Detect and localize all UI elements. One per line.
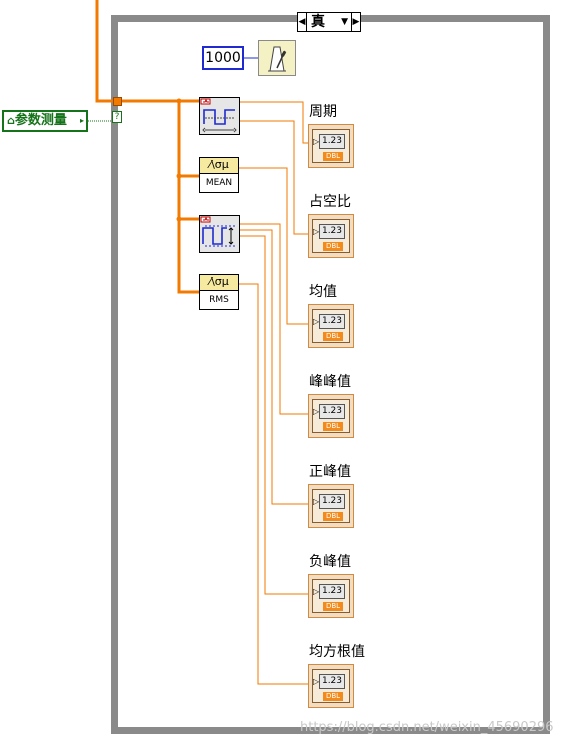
waveform-wire-main [122, 99, 199, 294]
indicator-duty[interactable]: ▷ 1.23 DBL [308, 214, 354, 258]
indicator-pospeak[interactable]: ▷ 1.23 DBL [308, 484, 354, 528]
indicator-label-pkpk: 峰峰值 [309, 374, 351, 390]
numeric-display: 1.23 [319, 314, 345, 329]
case-prev-arrow-icon[interactable]: ◀ [298, 13, 307, 31]
amplitude-measurement-vi[interactable] [199, 215, 240, 253]
wire-duty [240, 120, 310, 235]
indicator-label-mean: 均值 [309, 284, 337, 300]
wire-pkpk [240, 223, 310, 415]
house-icon: ⌂ [7, 114, 15, 127]
numeric-display: 1.23 [319, 584, 345, 599]
rms-vi-label: RMS [209, 295, 229, 305]
input-arrow-icon: ▷ [313, 227, 320, 236]
case-selector-label: 真 [311, 14, 325, 30]
input-arrow-icon: ▷ [313, 677, 320, 686]
waveform-wire-in [95, 0, 117, 103]
input-arrow-icon: ▷ [313, 407, 320, 416]
indicator-label-negpeak: 负峰值 [309, 554, 351, 570]
dbl-badge: DBL [323, 332, 343, 341]
indicator-label-pospeak: 正峰值 [309, 464, 351, 480]
wait-ms-node[interactable] [258, 40, 296, 76]
stat-symbol-icon: ⁄\σμ [200, 275, 238, 291]
wire-mean [239, 167, 310, 325]
dbl-badge: DBL [323, 242, 343, 251]
indicator-label-rms: 均方根值 [309, 644, 365, 660]
input-arrow-icon: ▷ [313, 497, 320, 506]
indicator-negpeak[interactable]: ▷ 1.23 DBL [308, 574, 354, 618]
wire-period [240, 101, 310, 144]
parameter-measure-control[interactable]: ⌂参数测量 ▸ [2, 110, 88, 132]
dbl-badge: DBL [323, 512, 343, 521]
watermark: https://blog.csdn.net/weixin_45690296 [300, 720, 554, 735]
input-arrow-icon: ▷ [313, 317, 320, 326]
dbl-badge: DBL [323, 602, 343, 611]
wire-rms [239, 283, 310, 685]
indicator-pkpk[interactable]: ▷ 1.23 DBL [308, 394, 354, 438]
indicator-rms[interactable]: ▷ 1.23 DBL [308, 664, 354, 708]
control-label: 参数测量 [14, 113, 67, 128]
case-selector[interactable]: ◀ 真 ▼ ▶ [297, 12, 361, 32]
indicator-label-duty: 占空比 [309, 194, 351, 210]
stat-symbol-icon: ⁄\σμ [200, 158, 238, 174]
numeric-display: 1.23 [319, 404, 345, 419]
indicator-mean[interactable]: ▷ 1.23 DBL [308, 304, 354, 348]
mean-vi-label: MEAN [205, 178, 233, 188]
wire-negpeak [240, 235, 310, 595]
rms-vi[interactable]: ⁄\σμ RMS [199, 274, 239, 310]
numeric-display: 1.23 [319, 674, 345, 689]
numeric-display: 1.23 [319, 224, 345, 239]
indicator-label-period: 周期 [309, 104, 337, 120]
indicator-period[interactable]: ▷ 1.23 DBL [308, 124, 354, 168]
input-arrow-icon: ▷ [313, 587, 320, 596]
input-arrow-icon: ▷ [313, 137, 320, 146]
wire-pospeak [240, 229, 310, 505]
numeric-constant[interactable]: 1000 [202, 46, 244, 70]
timing-measurement-vi[interactable] [199, 97, 240, 135]
output-arrow-icon: ▸ [79, 116, 84, 125]
dbl-badge: DBL [323, 152, 343, 161]
metronome-icon [268, 46, 287, 72]
numeric-display: 1.23 [319, 494, 345, 509]
dbl-badge: DBL [323, 692, 343, 701]
case-dropdown-icon[interactable]: ▼ [341, 17, 348, 27]
numeric-display: 1.23 [319, 134, 345, 149]
timing-waveform-icon [200, 98, 237, 133]
waveform-tunnel[interactable] [113, 97, 122, 106]
dbl-badge: DBL [323, 422, 343, 431]
mean-vi[interactable]: ⁄\σμ MEAN [199, 157, 239, 193]
case-next-arrow-icon[interactable]: ▶ [351, 13, 360, 31]
amplitude-waveform-icon [200, 216, 236, 247]
selector-terminal[interactable]: ? [112, 111, 122, 123]
